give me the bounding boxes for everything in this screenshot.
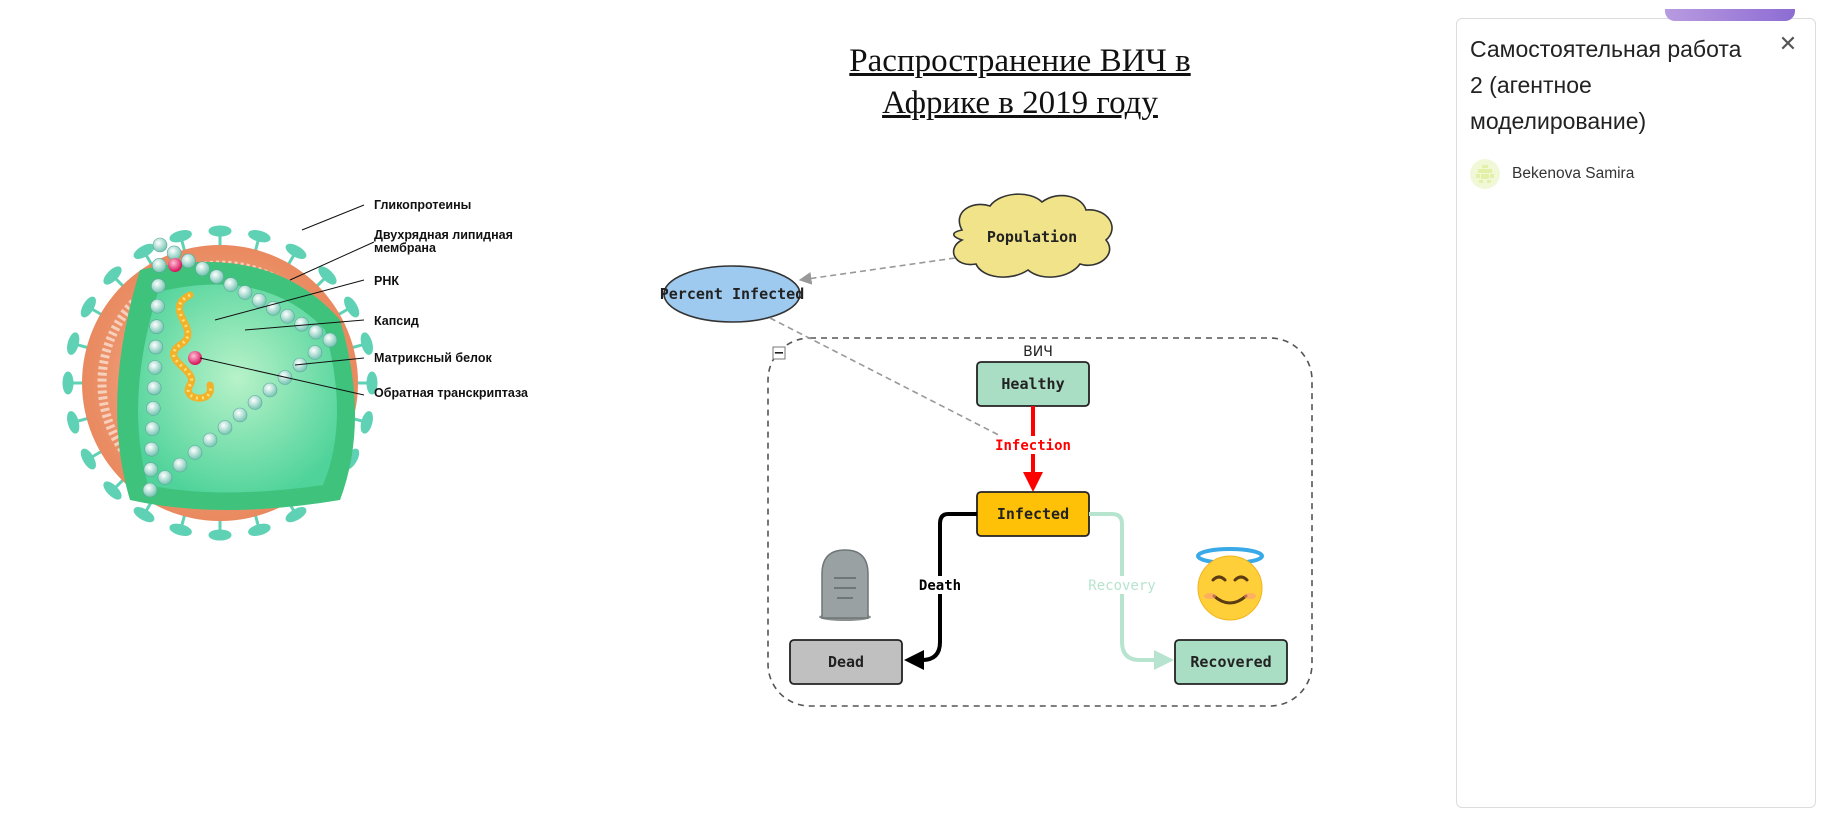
label-matrix-protein: Матриксный белок	[374, 351, 492, 365]
state-healthy-label: Healthy	[1001, 375, 1064, 393]
state-dead-label: Dead	[828, 653, 864, 671]
agent-model-diagram: − ВИЧ Population Percent Infected Health…	[660, 193, 1313, 707]
group-label: ВИЧ	[1023, 344, 1053, 360]
smiling-angel-icon	[1196, 547, 1264, 621]
author-row[interactable]: Bekenova Samira	[1470, 159, 1634, 189]
state-recovered-label: Recovered	[1190, 653, 1271, 671]
state-infected-label: Infected	[997, 505, 1069, 523]
label-membrane-line2: мембрана	[374, 241, 437, 255]
inner-core	[138, 284, 338, 493]
state-recovered[interactable]	[1174, 639, 1288, 685]
label-reverse-transcriptase: Обратная транскриптаза	[374, 386, 529, 400]
population-label: Population	[987, 228, 1077, 246]
link-percent-infection[interactable]	[769, 317, 1030, 451]
leader-lines	[199, 204, 375, 396]
board-info-panel: Самостоятельная работа 2 (агентное модел…	[1456, 9, 1816, 808]
close-icon[interactable]: ✕	[1778, 31, 1798, 56]
percent-infected-node[interactable]	[663, 265, 801, 323]
label-membrane-line1: Двухрядная липидная	[374, 228, 513, 242]
collapse-symbol: −	[774, 346, 785, 361]
board-canvas[interactable]: Распространение ВИЧ в Африке в 2019 году	[0, 0, 1450, 823]
author-name: Bekenova Samira	[1512, 165, 1635, 182]
state-dead[interactable]	[789, 639, 903, 685]
label-rna: РНК	[374, 274, 399, 288]
transition-recovery-label: Recovery	[1088, 578, 1155, 594]
board-title-line1: Распространение ВИЧ в	[849, 43, 1191, 79]
tombstone-icon	[819, 549, 871, 621]
transition-death-label: Death	[919, 578, 961, 594]
label-capsid: Капсид	[374, 314, 419, 328]
board-title-line2: Африке в 2019 году	[882, 85, 1158, 121]
matrix-protein-dot	[188, 351, 202, 365]
panel-title: Самостоятельная работа 2 (агентное модел…	[1470, 36, 1742, 134]
user-avatar-icon	[1470, 159, 1500, 189]
hiv-virus-illustration: Гликопротеины Двухрядная липидная мембра…	[62, 200, 529, 541]
reverse-transcriptase	[168, 258, 182, 272]
population-node[interactable]	[952, 193, 1113, 278]
group-container[interactable]	[767, 337, 1313, 707]
corner-accent	[1665, 9, 1795, 21]
label-glycoproteins: Гликопротеины	[374, 200, 471, 212]
capsid-beads	[142, 237, 338, 498]
percent-infected-label: Percent Infected	[660, 285, 805, 303]
transition-infection-label: Infection	[995, 438, 1071, 454]
link-population-percent[interactable]	[798, 257, 956, 285]
board-title: Распространение ВИЧ в Африке в 2019 году	[800, 40, 1240, 124]
collapse-toggle[interactable]	[772, 346, 786, 360]
